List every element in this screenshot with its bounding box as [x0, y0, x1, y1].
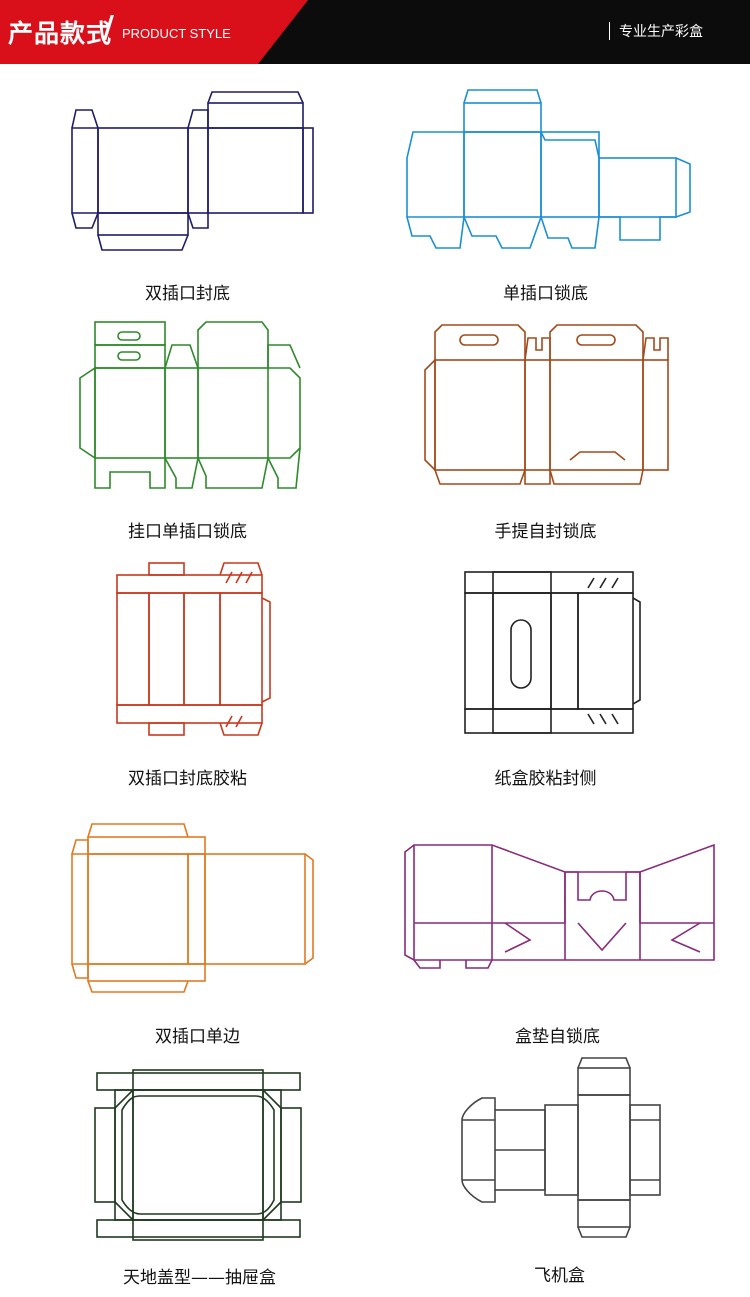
title-slash: / [103, 10, 114, 45]
dieline-handle-lock-bottom [424, 324, 669, 485]
dieline-hang-tab-lock-bottom [79, 321, 301, 489]
header-tagline: 专业生产彩盒 [619, 24, 703, 40]
header-bar: 产品款式 / PRODUCT STYLE 专业生产彩盒 [0, 0, 750, 64]
dieline-mailer-box [461, 1057, 661, 1238]
style-caption-4: 手提自封锁底 [494, 522, 597, 542]
style-caption-8: 盒垫自锁底 [515, 1027, 600, 1047]
style-caption-3: 挂口单插口锁底 [128, 522, 247, 542]
style-caption-9: 天地盖型——抽屉盒 [123, 1268, 276, 1288]
section-title: 产品款式 [8, 19, 113, 48]
style-caption-1: 双插口封底 [145, 284, 230, 304]
dieline-glued-side-box [464, 571, 641, 734]
dieline-double-tuck-bottom [71, 91, 314, 251]
dieline-double-tuck-glued [116, 562, 271, 736]
style-caption-6: 纸盒胶粘封侧 [494, 769, 597, 789]
dieline-double-tuck-single-side [71, 823, 314, 993]
header-accent-shape [0, 0, 308, 64]
style-caption-10: 飞机盒 [534, 1266, 585, 1286]
dieline-pad-lock-bottom [404, 843, 715, 969]
style-caption-2: 单插口锁底 [503, 284, 588, 304]
divider-bar [609, 22, 610, 40]
style-caption-5: 双插口封底胶粘 [128, 769, 247, 789]
section-subtitle: PRODUCT STYLE [122, 26, 231, 41]
style-caption-7: 双插口单边 [155, 1027, 240, 1047]
dieline-single-tuck-lock-bottom [406, 89, 691, 249]
dieline-drawer-box [94, 1069, 302, 1241]
